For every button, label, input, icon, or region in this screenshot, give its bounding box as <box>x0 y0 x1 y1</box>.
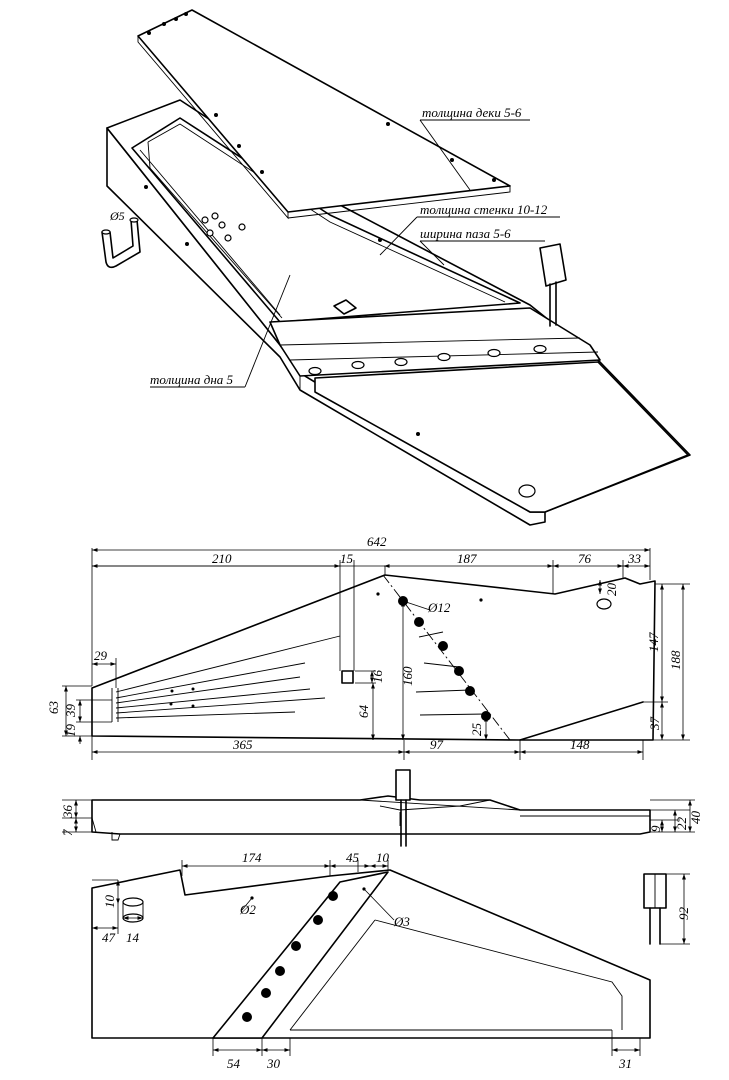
dim-160: 160 <box>400 666 415 686</box>
deck-bridge-band <box>212 871 389 1039</box>
side-view: 36 7 40 22 9 <box>60 769 703 847</box>
dim-33: 33 <box>627 551 642 566</box>
deck-view: 174 45 10 10 47 14 Ø2 Ø3 54 30 31 92 <box>91 850 691 1071</box>
dim-hole-12: Ø12 <box>427 600 451 615</box>
body-cavity <box>131 117 521 323</box>
dim-36: 36 <box>60 805 75 820</box>
groove-width-label: ширина паза 5-6 <box>420 226 511 241</box>
dim-92: 92 <box>676 907 691 921</box>
top-view: 642 210 15 187 76 33 29 63 39 19 365 97 … <box>46 534 690 760</box>
bridge-hole-row <box>398 596 491 721</box>
dim-45: 45 <box>346 850 360 865</box>
dim-hole-3: Ø3 <box>393 914 410 929</box>
deck-view-dimensions <box>92 860 690 1056</box>
top-view-dimensions <box>62 548 690 760</box>
dim-7: 7 <box>60 829 75 836</box>
top-view-outline <box>91 574 656 741</box>
leader-lines <box>150 119 560 388</box>
dim-29: 29 <box>94 648 108 663</box>
side-tuning-key <box>395 769 411 801</box>
dim-20: 20 <box>604 583 619 597</box>
dim-97: 97 <box>430 737 444 752</box>
dim-9: 9 <box>648 825 663 832</box>
side-view-outline <box>91 795 651 835</box>
dim-16: 16 <box>370 670 385 684</box>
dim-15: 15 <box>340 551 354 566</box>
dim-10-top: 10 <box>376 850 390 865</box>
dim-147: 147 <box>646 632 661 652</box>
dim-64: 64 <box>356 705 371 719</box>
dim-37: 37 <box>647 717 662 732</box>
dim-14: 14 <box>126 930 140 945</box>
dim-642: 642 <box>367 534 387 549</box>
dim-174: 174 <box>242 850 262 865</box>
pin-diameter-label: Ø5 <box>109 209 125 223</box>
deck-bridge-holes <box>242 891 338 1022</box>
dim-54: 54 <box>227 1056 241 1071</box>
dim-hole-2: Ø2 <box>239 902 256 917</box>
deck-screw-holes <box>147 12 496 182</box>
wall-thickness-label: толщина стенки 10-12 <box>420 202 548 217</box>
isometric-view: толщина деки 5-6 толщина стенки 10-12 ши… <box>101 9 691 526</box>
deck-thickness-label: толщина деки 5-6 <box>422 105 522 120</box>
cavity-holes <box>201 212 246 242</box>
dim-10-left: 10 <box>102 895 117 909</box>
dim-188: 188 <box>668 650 683 670</box>
dim-76: 76 <box>578 551 592 566</box>
dim-365: 365 <box>232 737 253 752</box>
dim-39: 39 <box>63 704 78 719</box>
string-lines <box>115 635 341 719</box>
dim-148: 148 <box>570 737 590 752</box>
bottom-thickness-label: толщина дна 5 <box>150 372 234 387</box>
bridge-holes <box>308 344 547 376</box>
side-view-dimensions <box>62 799 695 833</box>
dim-31: 31 <box>618 1056 632 1071</box>
tuning-key <box>539 243 567 287</box>
tail-plate <box>314 361 689 513</box>
dim-19: 19 <box>63 724 78 738</box>
dim-22: 22 <box>674 817 689 831</box>
dim-210: 210 <box>212 551 232 566</box>
dim-30: 30 <box>266 1056 281 1071</box>
dim-63: 63 <box>46 701 61 715</box>
dim-47: 47 <box>102 930 116 945</box>
dim-25: 25 <box>469 723 484 737</box>
output-jack-hole <box>518 484 536 498</box>
dim-187: 187 <box>457 551 477 566</box>
dim-40: 40 <box>688 811 703 825</box>
deck-view-outline <box>91 869 651 1039</box>
u-pin <box>101 219 141 269</box>
